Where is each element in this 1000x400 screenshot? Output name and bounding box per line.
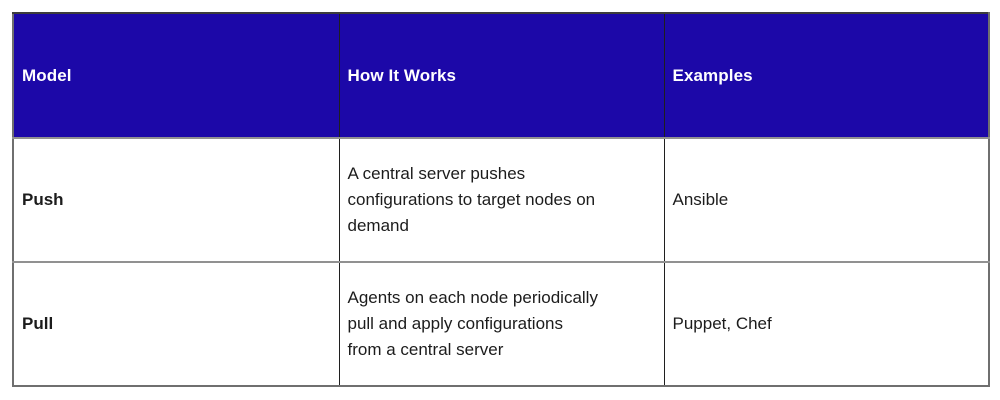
- config-models-table: Model How It Works Examples Push A centr…: [12, 12, 990, 387]
- cell-pull-examples: Puppet, Chef: [663, 262, 990, 386]
- cell-push-model: Push: [12, 138, 340, 262]
- header-cell-model: Model: [12, 13, 340, 138]
- table-row-pull: Pull Agents on each node periodically pu…: [12, 262, 990, 386]
- cell-push-examples: Ansible: [663, 138, 990, 262]
- config-models-table-wrap: Model How It Works Examples Push A centr…: [12, 12, 990, 387]
- header-cell-examples: Examples: [663, 13, 990, 138]
- cell-pull-how-it-works: Agents on each node periodically pull an…: [338, 262, 665, 386]
- table-header-row: Model How It Works Examples: [12, 13, 990, 138]
- cell-pull-model: Pull: [12, 262, 340, 386]
- table-row-push: Push A central server pushes configurati…: [12, 138, 990, 262]
- header-cell-how-it-works: How It Works: [338, 13, 665, 138]
- cell-push-how-it-works: A central server pushes configurations t…: [338, 138, 665, 262]
